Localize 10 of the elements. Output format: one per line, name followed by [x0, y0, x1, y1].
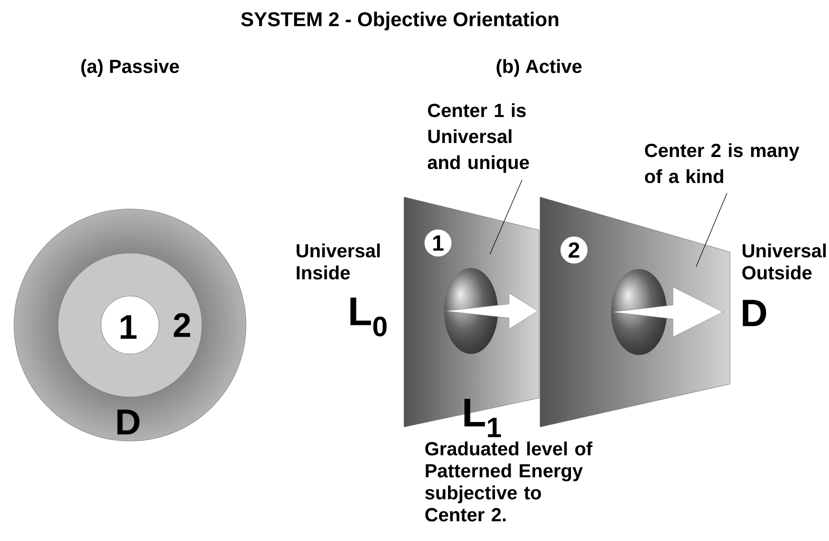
label: Graduated level of Patterned Energy subjective to Center 2. [425, 442, 592, 522]
label: (a) Passive [81, 59, 179, 77]
leader-line [490, 180, 522, 254]
label: (b) Active [496, 59, 582, 77]
leader-line [696, 192, 728, 268]
title: SYSTEM 2 - Objective Orientation [241, 12, 558, 30]
callout-text: Center 2 is many of a kind [644, 143, 800, 184]
label: Universal Inside [296, 244, 380, 280]
panel: 2 [540, 196, 730, 428]
callout-text: Center 1 is Universal and unique [428, 103, 529, 173]
